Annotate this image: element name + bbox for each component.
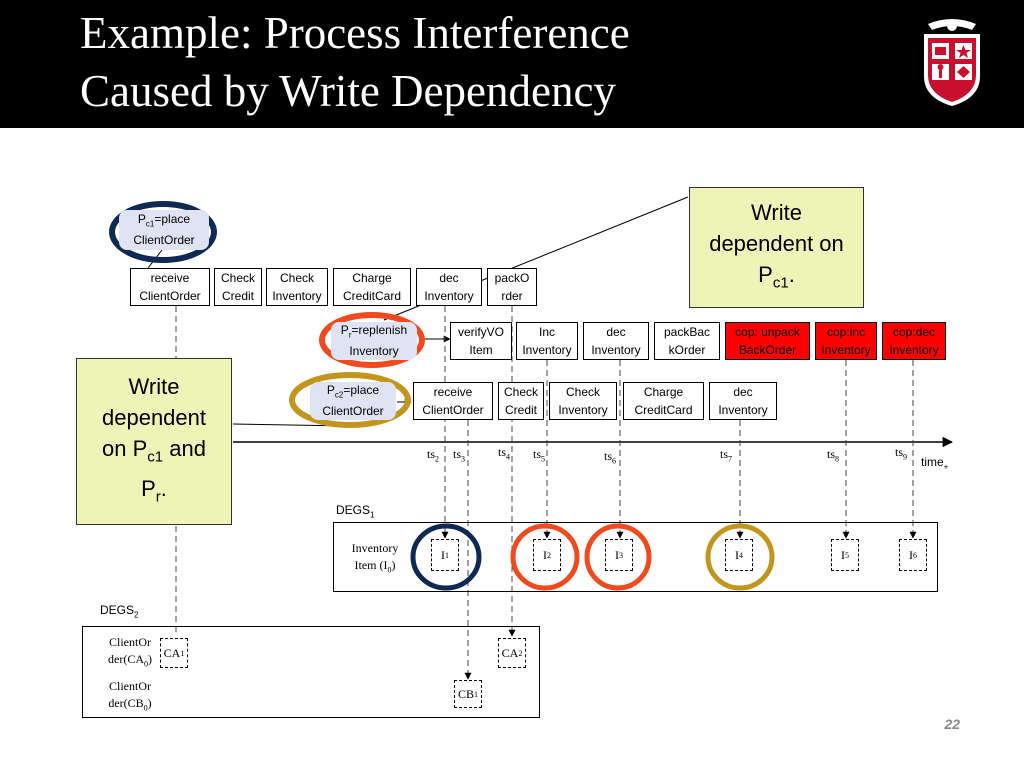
step-check-credit-2: Check Credit bbox=[498, 382, 544, 420]
timestamp-ts6: ts6 bbox=[604, 449, 617, 466]
slide-header: Example: Process Interference Caused by … bbox=[0, 0, 1024, 128]
i2-highlight-circle bbox=[510, 523, 580, 591]
step-charge-credit-card-2: Charge CreditCard bbox=[623, 382, 704, 420]
step-charge-credit-card: Charge CreditCard bbox=[333, 268, 411, 306]
timestamp-ts9: ts9 bbox=[895, 445, 908, 462]
slide-title: Example: Process Interference Caused by … bbox=[80, 8, 630, 116]
timestamp-ts8: ts8 bbox=[827, 447, 840, 464]
page-number: 22 bbox=[944, 716, 960, 732]
step-receive-client-order-2: receive ClientOrder bbox=[413, 382, 493, 420]
pr-highlight-circle bbox=[319, 312, 425, 368]
step-cop-dec-inventory: cop:dec Inventory bbox=[882, 322, 946, 360]
degs1-region bbox=[333, 522, 938, 592]
step-cop-unpack-back-order: cop: unpack BackOrder bbox=[725, 322, 810, 360]
i1-highlight-circle bbox=[410, 523, 482, 591]
step-dec-inventory-r: dec Inventory bbox=[583, 322, 649, 360]
degs2-region bbox=[82, 626, 540, 718]
timestamp-ts7: ts7 bbox=[720, 447, 733, 464]
timestamp-ts5: ts5 bbox=[533, 447, 546, 464]
timestamp-ts4: ts4 bbox=[498, 445, 511, 462]
step-dec-inventory: dec Inventory bbox=[416, 268, 482, 306]
step-receive-client-order: receive ClientOrder bbox=[130, 268, 210, 306]
i4-highlight-circle bbox=[705, 523, 775, 591]
step-cop-inc-inventory: cop:inc Inventory bbox=[815, 322, 877, 360]
step-check-credit: Check Credit bbox=[214, 268, 262, 306]
note-write-dependent-pc1: Write dependent on Pc1. bbox=[689, 187, 864, 308]
step-check-inventory: Check Inventory bbox=[266, 268, 328, 306]
time-axis-label: time+ bbox=[921, 455, 949, 472]
degs2-label: DEGS2 bbox=[100, 603, 139, 620]
note-write-dependent-pc1-pr: Write dependent on Pc1 and Pr. bbox=[76, 358, 232, 525]
degs1-label: DEGS1 bbox=[336, 503, 375, 520]
pc2-highlight-circle bbox=[289, 372, 411, 428]
timestamp-ts2: ts2 bbox=[427, 447, 440, 464]
step-verify-vo-item: verifyVO Item bbox=[450, 322, 512, 360]
step-check-inventory-2: Check Inventory bbox=[549, 382, 617, 420]
step-pack-order: packO rder bbox=[487, 268, 537, 306]
university-seal-logo bbox=[924, 19, 980, 106]
step-pack-back-order: packBac kOrder bbox=[654, 322, 720, 360]
timestamp-ts3: ts3 bbox=[453, 447, 466, 464]
pc1-highlight-circle bbox=[109, 201, 217, 263]
i3-highlight-circle bbox=[584, 523, 652, 591]
step-inc-inventory: Inc Inventory bbox=[516, 322, 578, 360]
step-dec-inventory-2: dec Inventory bbox=[709, 382, 777, 420]
